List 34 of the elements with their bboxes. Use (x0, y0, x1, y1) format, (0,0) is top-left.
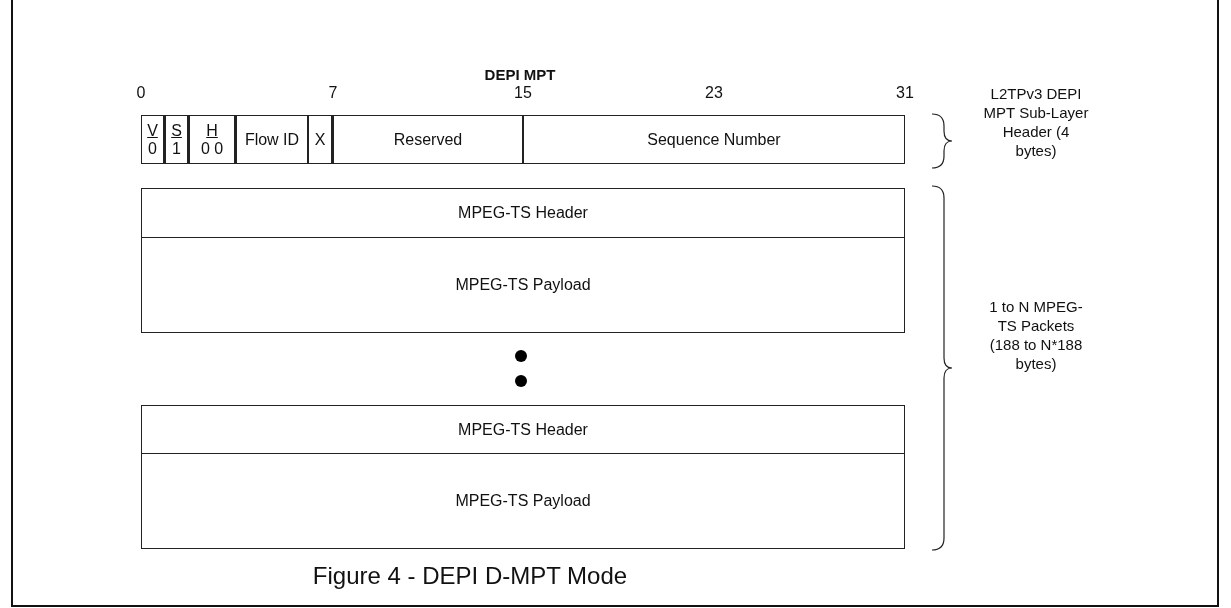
bit-field (189, 115, 236, 164)
figure-caption: Figure 4 - DEPI D-MPT Mode (311, 562, 629, 590)
bit-field (141, 115, 165, 164)
field-label: Reserved (393, 130, 463, 149)
payload-field (141, 237, 905, 333)
bit-number: 7 (327, 84, 339, 102)
field-label: X (314, 130, 326, 149)
field-name: V (147, 121, 158, 140)
bit-field (333, 115, 523, 164)
field-label: MPEG-TS Header (458, 204, 588, 222)
bit-field (523, 115, 905, 164)
diagram-title: DEPI MPT (483, 66, 557, 83)
field-label: MPEG-TS Header (458, 420, 588, 439)
field-value: 0 0 (200, 139, 224, 158)
field-label: Flow ID (244, 130, 300, 149)
header-field (141, 188, 905, 238)
bit-field (165, 115, 189, 164)
header-field (141, 405, 905, 454)
bit-field (308, 115, 333, 164)
field-label: MPEG-TS Payload (455, 492, 591, 510)
field-value: 0 (148, 139, 157, 158)
field-label: Sequence Number (647, 130, 781, 149)
bit-number: 0 (135, 84, 147, 102)
bit-number: 15 (513, 84, 533, 102)
bit-number: 23 (704, 84, 724, 102)
payload-field (141, 453, 905, 549)
brace-label: L2TPv3 DEPI MPT Sub-Layer Header (4 bytes) (982, 84, 1090, 160)
field-label: MPEG-TS Payload (455, 276, 591, 294)
bit-number: 31 (895, 84, 915, 102)
field-value: 1 (172, 139, 181, 158)
field-name: H (206, 121, 218, 140)
field-name: S (171, 121, 182, 140)
bit-field (236, 115, 308, 164)
brace-label: 1 to N MPEG-TS Packets (188 to N*188 bytes) (988, 297, 1084, 373)
